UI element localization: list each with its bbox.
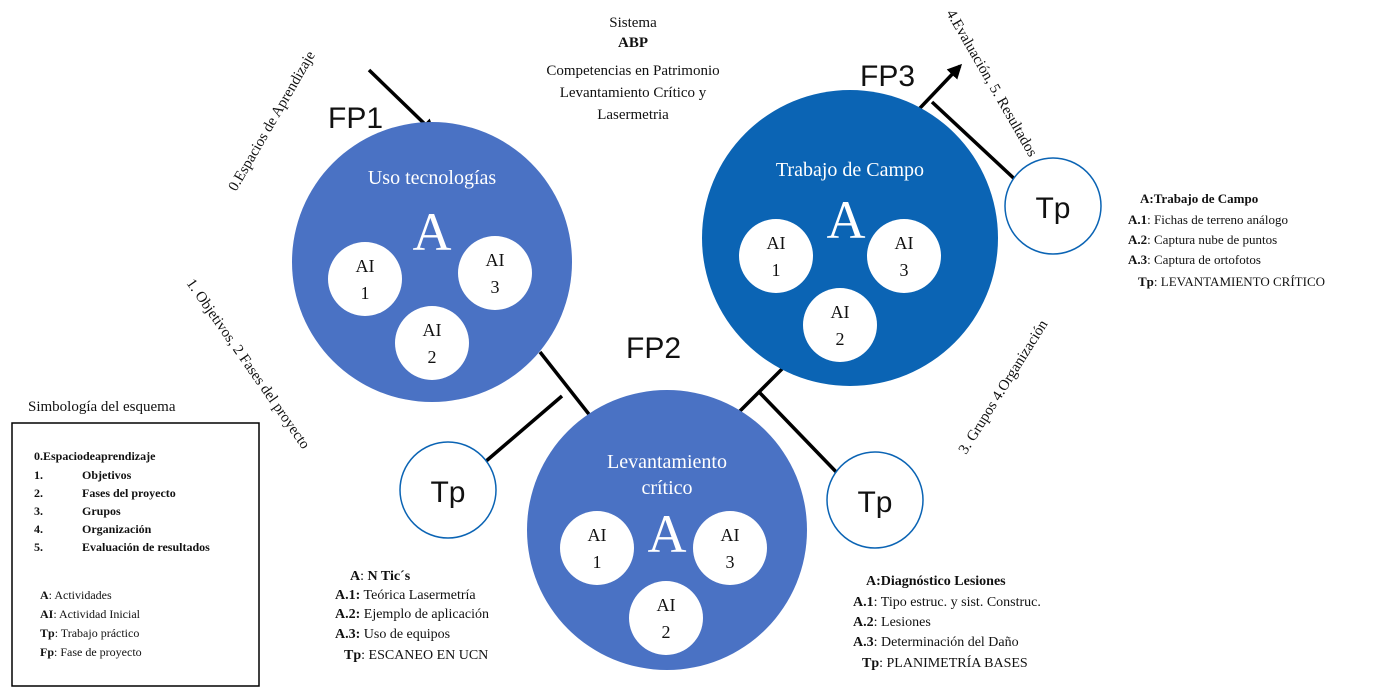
legend-item-3-text: Grupos xyxy=(82,504,121,518)
tp-2-label: Tp xyxy=(857,486,892,519)
fp3-ai-1-label: AI xyxy=(767,233,786,253)
fp1-ai-2: AI 2 xyxy=(395,306,469,380)
fp2-ai-1-label: AI xyxy=(588,525,607,545)
fp1-ai-1: AI 1 xyxy=(328,242,402,316)
fp3-ai-1-num: 1 xyxy=(772,260,781,280)
system-line-4: Levantamiento Crítico y xyxy=(560,85,707,101)
fp2-activities: A:Diagnóstico Lesiones A.1: Tipo estruc.… xyxy=(853,574,1041,671)
tp-circle-2: Tp xyxy=(826,451,924,549)
fp1-ai-3-label: AI xyxy=(486,250,505,270)
fp2-act-3: A.3: Determinación del Daño xyxy=(853,635,1019,650)
fp1-act-3: A.3: Uso de equipos xyxy=(335,627,450,642)
fp1-ai-2-label: AI xyxy=(423,320,442,340)
fp2-big-a: A xyxy=(648,504,687,564)
tp-1-label: Tp xyxy=(430,476,465,509)
fp3-ai-3-label: AI xyxy=(895,233,914,253)
fp1-act-0: A: N Tic´s xyxy=(350,569,411,584)
legend-def-fp: Fp: Fase de proyecto xyxy=(40,645,142,659)
fp3-ai-3-num: 3 xyxy=(900,260,909,280)
tp-3-label: Tp xyxy=(1035,192,1070,225)
fp3-act-4: Tp: LEVANTAMIENTO CRÍTICO xyxy=(1138,274,1325,289)
system-title: Sistema ABP Competencias en Patrimonio L… xyxy=(546,15,719,123)
phase-fp2: Levantamiento crítico A AI 1 AI 3 AI 2 xyxy=(527,390,807,670)
fp2-circle xyxy=(527,390,807,670)
fp3-ai-1: AI 1 xyxy=(739,219,813,293)
fp3-ai-2-label: AI xyxy=(831,302,850,322)
label-espacios-aprendizaje: 0.Espacios de Aprendizaje xyxy=(226,48,319,194)
legend-title: Simbología del esquema xyxy=(28,399,176,415)
fp3-act-1: A.1: Fichas de terreno análogo xyxy=(1128,212,1288,227)
fp2-title: Levantamiento xyxy=(607,451,727,473)
legend-box xyxy=(11,422,260,687)
fp3-ai-2-num: 2 xyxy=(836,329,845,349)
legend-def-a: A: Actividades xyxy=(40,588,112,602)
fp1-title: Uso tecnologías xyxy=(368,167,497,189)
tp2-connector xyxy=(758,391,844,480)
legend-def-ai: AI: Actividad Inicial xyxy=(40,607,141,621)
arrow-into-fp1 xyxy=(367,68,436,135)
legend-item-4-text: Organización xyxy=(82,522,152,536)
legend-item-1-num: 1. xyxy=(34,468,43,482)
fp3-circle xyxy=(702,90,998,386)
fp2-ai-3-label: AI xyxy=(721,525,740,545)
legend-item-2-num: 2. xyxy=(34,486,43,500)
fp1-act-1: A.1: Teórica Lasermetría xyxy=(335,588,476,603)
tp3-connector xyxy=(930,100,1022,186)
phase-fp3: Trabajo de Campo A AI 1 AI 3 AI 2 xyxy=(702,90,998,386)
fp2-act-4: Tp: PLANIMETRÍA BASES xyxy=(862,654,1028,671)
fp2-ai-1-num: 1 xyxy=(593,552,602,572)
tp1-connector xyxy=(483,394,564,464)
legend-header: 0.Espaciodeaprendizaje xyxy=(34,449,156,463)
fp1-circle xyxy=(292,122,572,402)
fp3-big-a: A xyxy=(827,190,866,250)
legend-item-2-text: Fases del proyecto xyxy=(82,486,176,500)
legend-item-5-num: 5. xyxy=(34,540,43,554)
fp3-ai-2: AI 2 xyxy=(803,288,877,362)
legend: Simbología del esquema 0.Espaciodeaprend… xyxy=(11,399,260,687)
system-line-5: Lasermetria xyxy=(597,107,669,123)
fp1-big-a: A xyxy=(413,202,452,262)
fp1-activities: A: N Tic´s A.1: Teórica Lasermetría A.2:… xyxy=(335,569,489,663)
fp1-ai-2-num: 2 xyxy=(428,347,437,367)
label-grupos-organizacion: 3. Grupos 4.Organización xyxy=(956,317,1052,457)
fp3-activities: A:Trabajo de Campo A.1: Fichas de terren… xyxy=(1128,191,1325,289)
fp1-ai-1-num: 1 xyxy=(361,283,370,303)
system-line-3: Competencias en Patrimonio xyxy=(546,63,719,79)
fp2-ai-2-label: AI xyxy=(657,595,676,615)
system-line-2: ABP xyxy=(618,35,648,51)
fp3-act-0: A:Trabajo de Campo xyxy=(1140,191,1258,206)
fp3-ai-3: AI 3 xyxy=(867,219,941,293)
fp3-act-3: A.3: Captura de ortofotos xyxy=(1128,252,1261,267)
fp2-act-0: A:Diagnóstico Lesiones xyxy=(866,574,1006,589)
fp1-ai-1-label: AI xyxy=(356,256,375,276)
legend-item-1-text: Objetivos xyxy=(82,468,132,482)
legend-def-tp: Tp: Trabajo práctico xyxy=(40,626,139,640)
legend-item-4-num: 4. xyxy=(34,522,43,536)
legend-item-3-num: 3. xyxy=(34,504,43,518)
fp2-label: FP2 xyxy=(626,332,681,365)
legend-item-5-text: Evaluación de resultados xyxy=(82,540,210,554)
fp2-act-2: A.2: Lesiones xyxy=(853,615,931,630)
fp1-label: FP1 xyxy=(328,102,383,135)
phase-fp1: Uso tecnologías A AI 1 AI 3 AI 2 xyxy=(292,122,572,402)
fp2-title-line2: crítico xyxy=(641,477,692,499)
fp2-act-1: A.1: Tipo estruc. y sist. Construc. xyxy=(853,595,1041,610)
fp3-act-2: A.2: Captura nube de puntos xyxy=(1128,232,1277,247)
label-objetivos-fases: 1. Objetivos, 2 Fases del proyecto xyxy=(183,276,313,452)
fp1-ai-3-num: 3 xyxy=(491,277,500,297)
fp2-ai-1: AI 1 xyxy=(560,511,634,585)
tp-circle-3: Tp xyxy=(1004,157,1102,255)
system-line-1: Sistema xyxy=(609,15,657,31)
fp2-ai-2-num: 2 xyxy=(662,622,671,642)
fp2-ai-3: AI 3 xyxy=(693,511,767,585)
fp1-act-2: A.2: Ejemplo de aplicación xyxy=(335,607,489,622)
fp2-ai-3-num: 3 xyxy=(726,552,735,572)
fp2-ai-2: AI 2 xyxy=(629,581,703,655)
fp1-act-4: Tp: ESCANEO EN UCN xyxy=(344,648,488,663)
fp3-label: FP3 xyxy=(860,60,915,93)
tp-circle-1: Tp xyxy=(399,441,497,539)
fp1-ai-3: AI 3 xyxy=(458,236,532,310)
fp3-title: Trabajo de Campo xyxy=(776,159,924,181)
